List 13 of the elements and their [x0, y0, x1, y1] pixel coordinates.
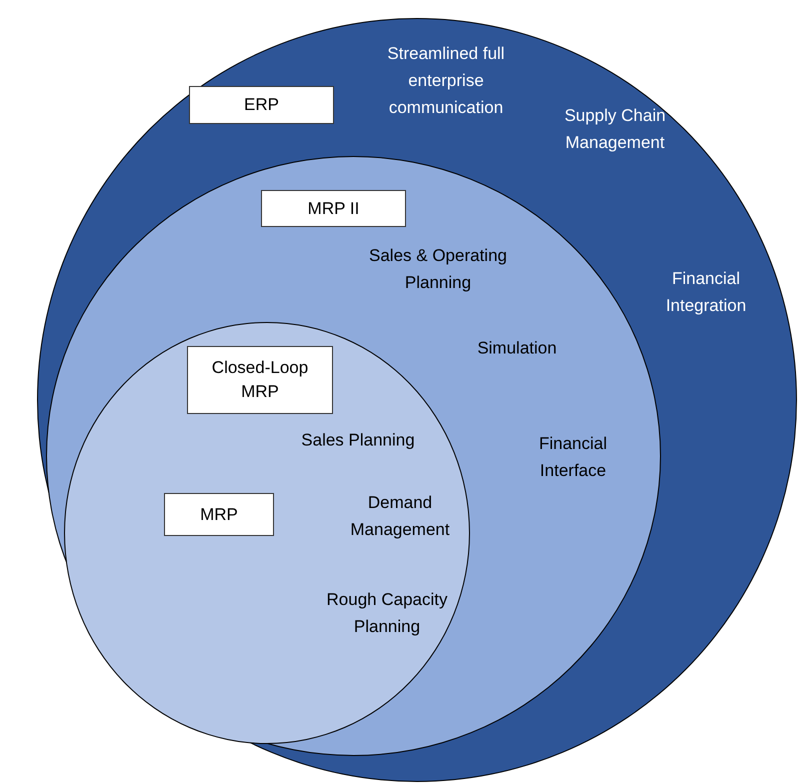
feature-label: Streamlined full enterprise communication — [386, 43, 506, 120]
feature-label: Simulation — [476, 337, 558, 360]
feature-label: Sales Planning — [300, 429, 416, 452]
feature-label: Financial Interface — [538, 432, 608, 482]
feature-label: Supply Chain Management — [563, 104, 667, 154]
level-label-box: MRP II — [261, 190, 406, 227]
feature-label: Rough Capacity Planning — [326, 588, 448, 638]
level-label-box: Closed-Loop MRP — [187, 346, 333, 414]
feature-label: Demand Management — [349, 492, 451, 541]
feature-label: Sales & Operating Planning — [368, 244, 508, 294]
level-label-box: ERP — [189, 86, 334, 124]
feature-label: Financial Integration — [664, 268, 748, 317]
level-label-box: MRP — [164, 493, 274, 536]
